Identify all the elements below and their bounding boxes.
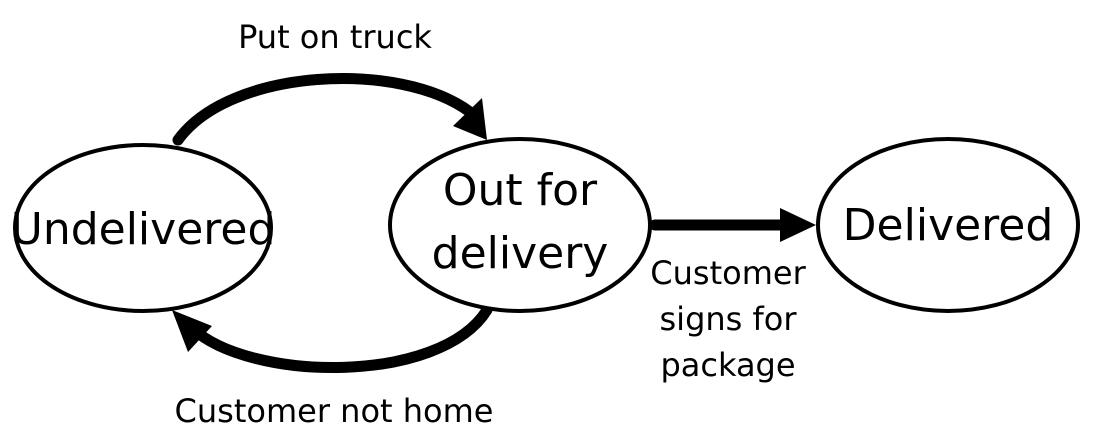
node-out-for-delivery: Out for delivery <box>388 137 652 313</box>
edge-customer-signs-label-line3: package <box>660 346 795 384</box>
edge-customer-signs-label-line1: Customer <box>650 254 806 292</box>
node-delivered-ellipse <box>816 137 1080 313</box>
edge-customer-not-home: Customer not home <box>172 304 494 430</box>
node-out-for-delivery-label-line1: Out for <box>443 165 598 216</box>
node-undelivered-label: Undelivered <box>11 204 276 255</box>
node-undelivered-ellipse <box>13 143 273 313</box>
node-out-for-delivery-label-line2: delivery <box>432 228 609 279</box>
node-delivered: Delivered <box>816 137 1080 313</box>
edge-put-on-truck-label: Put on truck <box>238 18 432 56</box>
node-delivered-label: Delivered <box>843 200 1054 251</box>
edge-customer-signs-label-line2: signs for <box>660 300 798 338</box>
node-out-for-delivery-ellipse <box>388 137 652 313</box>
edge-customer-signs-arrowhead <box>780 208 816 242</box>
edge-put-on-truck-arrowhead <box>453 98 487 140</box>
edge-customer-not-home-label: Customer not home <box>175 392 494 430</box>
node-undelivered: Undelivered <box>11 143 276 313</box>
edge-customer-not-home-line <box>186 304 493 374</box>
edge-put-on-truck-line <box>172 73 476 146</box>
edge-customer-not-home-arrowhead <box>172 310 212 352</box>
edge-put-on-truck: Put on truck <box>172 18 487 146</box>
edge-customer-signs: Customer signs for package <box>649 208 816 384</box>
